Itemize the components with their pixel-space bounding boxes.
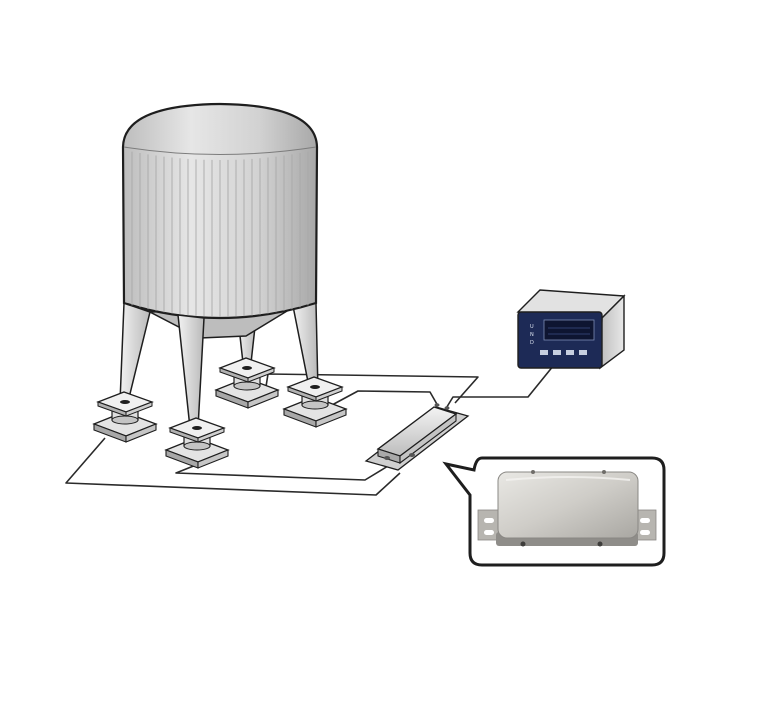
load-cell-module-icon xyxy=(282,376,348,428)
indicator-label-u: U xyxy=(530,324,534,330)
tank-leg-left xyxy=(119,301,151,403)
silo-tank-icon xyxy=(119,102,319,429)
junction-box-photo xyxy=(477,470,657,547)
load-cell-module-icon xyxy=(164,417,230,469)
cable-front-middle xyxy=(175,464,389,481)
cable-right xyxy=(331,390,439,407)
indicator-key xyxy=(553,350,561,355)
indicator-key xyxy=(566,350,574,355)
junction-box-callout xyxy=(442,456,666,567)
signal-cables xyxy=(65,359,559,496)
cable-gland xyxy=(444,406,450,410)
cable-to-indicator xyxy=(444,359,559,411)
load-cell-module-icon xyxy=(214,357,280,409)
cable-gland xyxy=(409,453,415,457)
tank-top-rim xyxy=(123,146,317,155)
indicator-key xyxy=(540,350,548,355)
junction-box-icon xyxy=(364,403,470,471)
cable-front-left xyxy=(65,437,401,496)
indicator-display xyxy=(543,319,595,341)
tank-stripes xyxy=(131,151,309,317)
cable-gland xyxy=(384,456,390,460)
indicator-label-n: N xyxy=(530,332,534,338)
junction-box-side xyxy=(399,412,457,465)
cable-gland xyxy=(434,403,440,407)
indicator-label-d: D xyxy=(530,340,534,346)
weighing-indicator-icon: U N D xyxy=(516,289,626,370)
indicator-key xyxy=(579,350,587,355)
load-cell-module-icon xyxy=(92,391,158,443)
cable-back-middle xyxy=(264,373,479,404)
tank-leg-front-middle xyxy=(177,314,205,429)
